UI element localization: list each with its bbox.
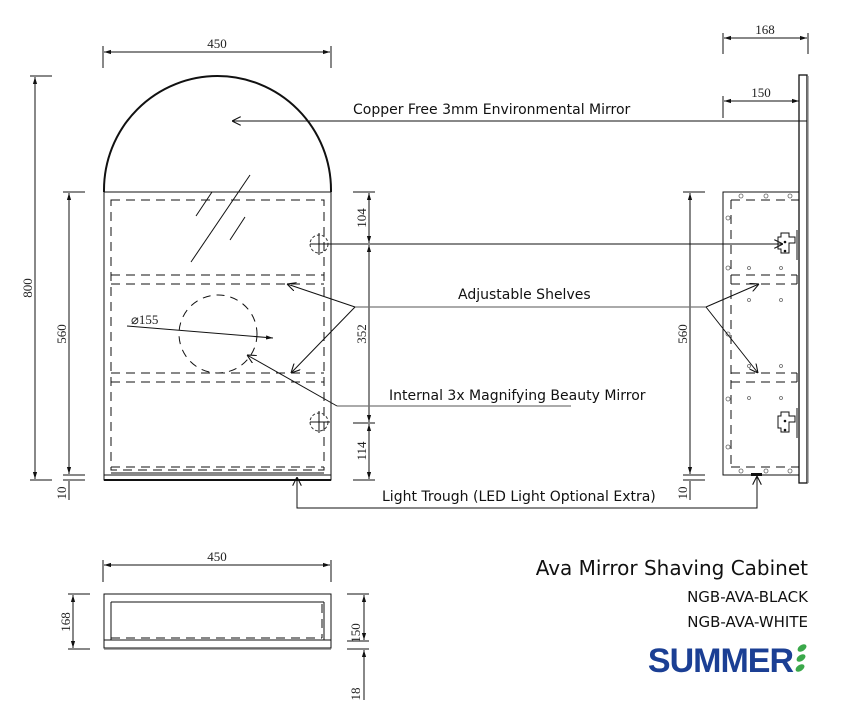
hinge-spacing-value: 352 (354, 324, 369, 344)
hinge-bottom-offset-value: 114 (354, 441, 369, 461)
front-view: 450 ⌀155 (20, 36, 375, 500)
plan-outline (103, 593, 332, 649)
plan-body-depth-dimension: 150 18 (347, 593, 369, 701)
beauty-mirror-diameter: ⌀155 (131, 312, 158, 327)
front-width-value: 450 (207, 36, 227, 51)
plan-width-value: 450 (207, 549, 227, 564)
hinge-spacing-dimension-chain: 104 352 114 (353, 191, 375, 481)
side-overall-depth-dimension: 168 (722, 22, 809, 54)
callout-beauty-mirror-text: Internal 3x Magnifying Beauty Mirror (389, 388, 646, 404)
brand-wordmark: SUMMER (648, 642, 794, 680)
front-trough-value: 10 (54, 487, 69, 500)
plan-body-depth-value: 150 (348, 623, 363, 643)
side-cabinet-depth-dimension: 150 (722, 85, 799, 118)
plan-width-dimension: 450 (102, 549, 332, 582)
front-cabinet-height-value: 560 (54, 324, 69, 344)
side-cabinet-depth-value: 150 (751, 85, 771, 100)
callout-shelves-text: Adjustable Shelves (458, 287, 591, 303)
side-view: 168 150 (675, 22, 809, 500)
callout-beauty-mirror: Internal 3x Magnifying Beauty Mirror (247, 355, 646, 407)
product-code-black: NGB-AVA-BLACK (687, 588, 809, 606)
plan-door-value: 18 (348, 688, 363, 701)
title-block: Ava Mirror Shaving Cabinet NGB-AVA-BLACK… (536, 556, 809, 680)
callout-mirror-text: Copper Free 3mm Environmental Mirror (353, 102, 631, 118)
side-cabinet-height-dimension: 560 10 (675, 191, 705, 500)
light-trough-block (751, 473, 762, 476)
product-name: Ava Mirror Shaving Cabinet (536, 556, 808, 580)
front-total-height-value: 800 (20, 278, 35, 298)
front-shelf-1 (111, 274, 324, 285)
front-width-dimension: 450 (102, 36, 332, 68)
plan-depth-value: 168 (58, 612, 73, 632)
side-mirror-panel (798, 74, 808, 484)
front-total-height-dimension: 800 (20, 75, 52, 481)
side-trough-value: 10 (675, 487, 690, 500)
shelf-pin-holes (725, 193, 793, 474)
front-hinge-bottom (309, 411, 330, 433)
internal-cavity-outline (110, 199, 325, 471)
summer-logo: SUMMER (648, 642, 807, 680)
leaf-icon (795, 644, 807, 672)
arched-mirror-outline (103, 75, 332, 192)
callout-light-trough-text: Light Trough (LED Light Optional Extra) (382, 489, 656, 505)
side-cabinet-height-value: 560 (675, 324, 690, 344)
callout-mirror: Copper Free 3mm Environmental Mirror (232, 102, 807, 121)
side-shelf-2 (731, 372, 798, 383)
mirror-reflection-lines (190, 174, 251, 263)
front-bottom-band (111, 466, 324, 474)
plan-view: 450 168 150 18 (58, 549, 369, 701)
callout-light-trough: Light Trough (LED Light Optional Extra) (297, 476, 757, 509)
callout-shelves: Adjustable Shelves (287, 284, 759, 373)
side-hinge-bottom (777, 408, 798, 438)
front-cabinet-height-dimension: 560 10 (54, 191, 85, 500)
product-code-white: NGB-AVA-WHITE (687, 613, 808, 631)
side-shelf-1 (731, 274, 798, 285)
side-hinge-top (777, 230, 798, 260)
cabinet-body-outline (103, 191, 332, 481)
side-overall-depth-value: 168 (755, 22, 775, 37)
plan-depth-dimension: 168 (58, 593, 90, 650)
hinge-top-offset-value: 104 (354, 208, 369, 228)
beauty-mirror-outline (178, 294, 258, 374)
